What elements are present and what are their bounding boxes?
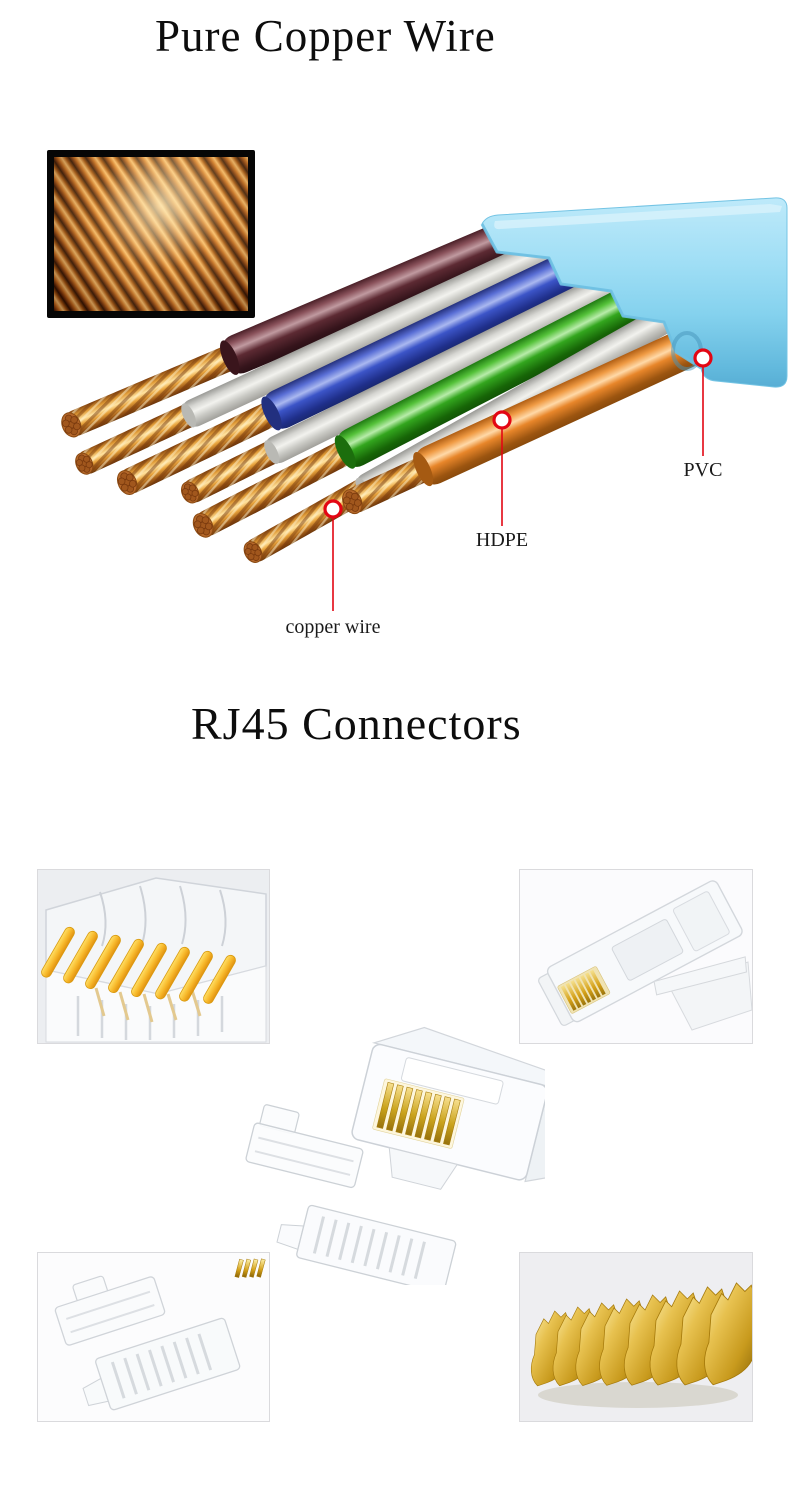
gold-contact-row [530,1282,752,1387]
yellow-pins [41,926,236,1004]
rj45-exploded-parts-image [245,1026,545,1285]
brown-wire [61,215,537,438]
hdpe-label: HDPE [475,529,529,551]
rj45-side-view-drawing [538,880,752,1031]
flat-cable-image [61,197,788,611]
rj45-load-bars-image [37,1252,270,1422]
rj45-strain-piece [276,1204,457,1285]
copper-coil-inset-image [47,150,255,318]
orange-wire [342,308,748,515]
rj45-load-bar [245,1104,364,1189]
copper-wire-label: copper wire [285,616,381,638]
gold-contacts-drawing [530,1282,752,1408]
white-spacer-wire-2 [181,272,620,504]
white-spacer-wire-1 [75,240,550,475]
copper-section-title: Pure Copper Wire [155,11,496,61]
pvc-label: PVC [683,459,723,481]
green-wire [192,281,655,538]
rj45-side-view-image [519,869,753,1044]
rj45-section-title: RJ45 Connectors [191,698,522,749]
rj45-load-bars-drawing [54,1258,266,1411]
hdpe-marker [492,410,512,430]
rj45-front-closeup-drawing [41,877,267,1043]
annotation-markers [323,348,713,611]
gold-contacts-image [519,1252,753,1422]
load-bar-piece-2 [82,1317,241,1411]
pvc-marker [693,348,713,368]
rj45-front-closeup-image [37,869,270,1044]
copper-wire-marker [323,499,343,519]
blue-wire [116,247,595,495]
cable-jacket [480,197,788,388]
load-bar-piece-1 [54,1275,166,1346]
rj45-plug-body [351,1026,545,1190]
